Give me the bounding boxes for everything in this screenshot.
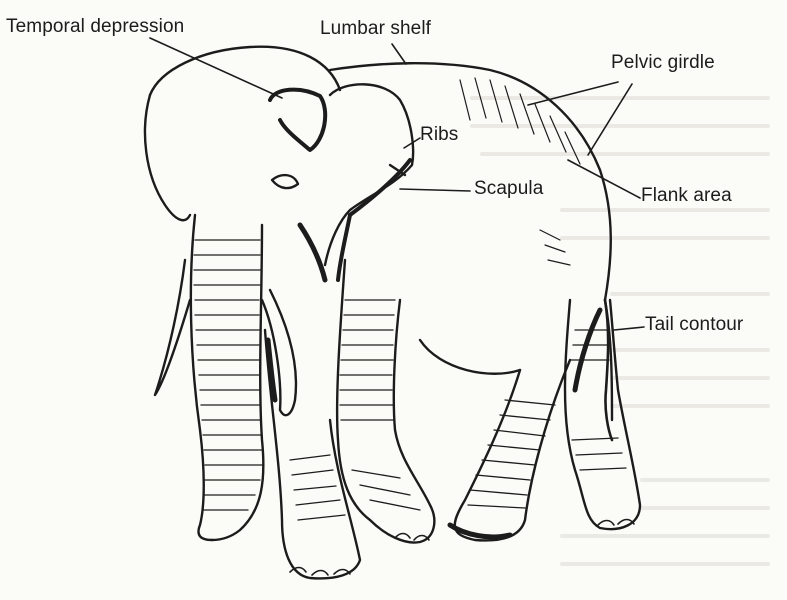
temporal-depression xyxy=(270,90,325,150)
belly-outline xyxy=(420,340,520,374)
ear-left xyxy=(145,95,190,220)
shading-neck xyxy=(300,225,325,280)
hind-leg-left-wrinkles xyxy=(571,330,626,470)
head-outline xyxy=(150,47,340,95)
leader-scapula xyxy=(400,189,470,191)
label-tail-contour: Tail contour xyxy=(645,314,743,336)
label-scapula: Scapula xyxy=(474,178,543,200)
label-temporal-depression: Temporal depression xyxy=(6,16,184,38)
label-flank-area: Flank area xyxy=(641,185,732,207)
trunk-outline-left xyxy=(191,215,212,540)
leader-tail xyxy=(614,327,644,330)
label-ribs: Ribs xyxy=(420,124,458,146)
shading-front-leg xyxy=(268,340,275,400)
hind-leg-right xyxy=(455,360,570,540)
tusk-left xyxy=(155,260,190,395)
label-lumbar-shelf: Lumbar shelf xyxy=(320,18,431,40)
eye xyxy=(272,175,298,188)
leader-lines xyxy=(150,38,644,330)
body-hatching xyxy=(460,78,580,265)
leader-pelvic-2 xyxy=(588,84,632,155)
label-pelvic-girdle: Pelvic girdle xyxy=(611,52,715,74)
front-leg-right xyxy=(337,260,434,543)
front-leg-right-wrinkles xyxy=(340,300,420,510)
hind-leg-left xyxy=(565,300,640,529)
hind-leg-right-wrinkles xyxy=(468,400,555,508)
leader-lumbar xyxy=(392,44,406,64)
scapula-line xyxy=(350,160,410,215)
shading-hind xyxy=(575,310,600,390)
trunk-outline-right xyxy=(212,225,263,540)
leader-flank xyxy=(568,160,640,198)
